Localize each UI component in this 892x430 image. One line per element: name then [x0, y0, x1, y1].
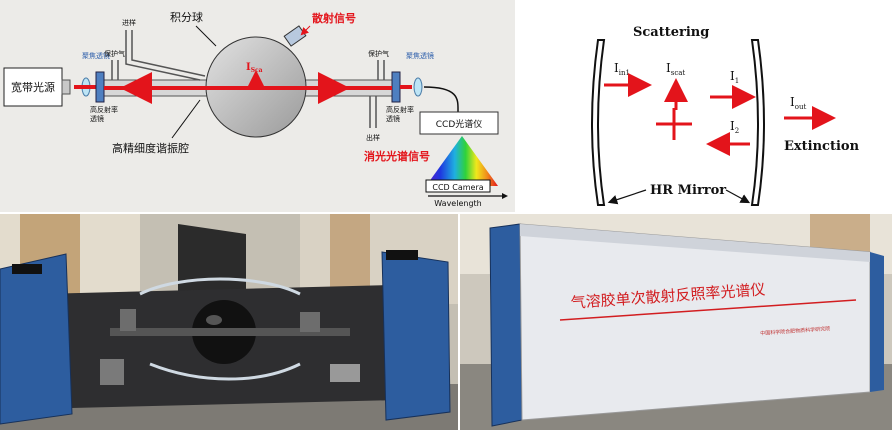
inlet-label: 进样	[122, 18, 136, 27]
focus-lens-right	[413, 77, 423, 97]
ccd-camera-label: CCD Camera	[432, 183, 483, 192]
ccd-spectrometer-box	[419, 111, 499, 135]
scatter-cross	[656, 108, 692, 140]
case-right-panel	[381, 251, 451, 421]
sphere-label: 积分球	[170, 10, 203, 24]
lens-right-label: 聚焦透镜	[406, 51, 434, 60]
i-sca-label: ISca	[246, 62, 263, 74]
purge-left-label: 保护气	[104, 49, 125, 58]
spectrometer-label: CCD光谱仪	[436, 118, 483, 130]
i-scat-label: Iscat	[666, 61, 685, 77]
instrument-case-side	[489, 223, 523, 427]
outlet-label: 出样	[366, 133, 380, 142]
instrument-interior-photo	[0, 214, 458, 430]
hr-mirror-right	[750, 39, 765, 206]
i-1-label: I1	[730, 69, 739, 85]
light-source-label: 宽带光源	[11, 80, 55, 94]
i-2-label: I2	[730, 119, 739, 135]
i-in1-label: Iin1	[614, 61, 630, 77]
hr-mirror-label: HR Mirror	[650, 183, 726, 198]
cavity-diagram: Scattering Extinction HR Mirror Iin1 Isc…	[518, 0, 892, 212]
i-out-label: Iout	[790, 95, 806, 111]
scattering-label: Scattering	[633, 25, 709, 40]
hr-mirror-left	[591, 39, 606, 206]
case-left-panel	[0, 253, 73, 425]
wavelength-label: Wavelength	[434, 199, 481, 208]
lens-left-label: 聚焦透镜	[82, 51, 110, 60]
extinction-signal-label: 消光光谱信号	[364, 149, 430, 163]
ccd-camera-box	[425, 179, 491, 193]
purge-right-label: 保护气	[368, 49, 389, 58]
scatter-signal-label: 散射信号	[312, 11, 356, 25]
cavity-label: 高精细度谐振腔	[112, 141, 189, 155]
mirror-right-label: 高反射率透镜	[386, 105, 414, 123]
light-source-box	[3, 67, 63, 107]
spectrum-triangle	[426, 136, 498, 186]
setup-schematic: 宽带光源 聚焦透镜 保护气 保护气 进样 出样 积分球 散射信号 ISca 高反…	[0, 0, 515, 212]
mirror-left-label: 高反射率透镜	[90, 105, 118, 123]
scatter-detector	[283, 25, 307, 47]
extinction-label: Extinction	[784, 139, 860, 154]
instrument-exterior-photo: 气溶胶单次散射反照率光谱仪 中国科学院合肥物质科学研究院	[460, 214, 892, 430]
